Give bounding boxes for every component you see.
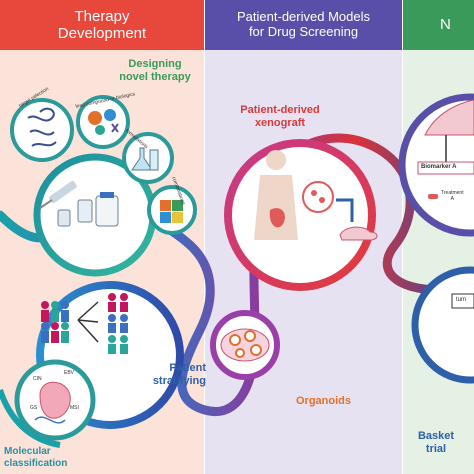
ebv-label: EBV	[64, 370, 75, 376]
basket-label: Basket trial	[414, 430, 458, 455]
patient-group-icon	[41, 301, 69, 343]
formulations-circle	[122, 132, 174, 184]
target-selection-circle	[10, 98, 74, 162]
dna-icon	[34, 416, 66, 424]
syringe-icon	[39, 180, 77, 209]
designing-line2: novel therapy	[119, 70, 191, 83]
flow-ribbon-left	[0, 389, 61, 448]
puzzle-icon	[160, 200, 183, 223]
basket-line2: trial	[425, 442, 447, 455]
treatment-line2: A	[450, 196, 454, 202]
mouse-icon	[339, 226, 378, 241]
stomach-icon	[39, 381, 71, 419]
biomarker-text: Biomarker A	[421, 164, 457, 170]
treatment-text: Treatment A	[441, 190, 464, 202]
protein-structure-icon	[27, 107, 57, 147]
lead-compound-circle	[76, 95, 130, 149]
arrow-icon	[336, 198, 354, 222]
biomarker-box	[417, 161, 474, 175]
gs-label: GS	[30, 405, 38, 411]
cin-label: CIN	[33, 376, 42, 382]
molecular-line1: Molecular	[4, 446, 51, 457]
tumor-cell-icon	[311, 190, 317, 196]
therapy-header-line1: Therapy	[74, 7, 130, 25]
xenograft-ring	[224, 139, 376, 291]
stratified-groups-icon	[108, 293, 128, 354]
models-header-bar	[205, 0, 402, 50]
flask-icon	[131, 147, 159, 171]
lead-compound-icon	[88, 109, 119, 135]
treatment-pill-icon	[428, 194, 438, 199]
msi-label: MSI	[70, 405, 79, 411]
pdx-line1: Patient-derived	[240, 104, 320, 116]
patient-line1: Patient	[169, 362, 206, 374]
models-header-line1: Patient-derived Models	[237, 9, 370, 25]
next-panel	[403, 0, 474, 474]
next-header: N	[440, 0, 474, 50]
designing-line1: Designing	[128, 58, 182, 70]
next-header-bar	[403, 0, 474, 50]
basket-line1: Basket	[417, 430, 455, 442]
next-header-line1: N	[440, 16, 451, 34]
therapy-header-bar	[0, 0, 204, 50]
molecular-line2: classification	[4, 457, 68, 469]
designing-label: Designing novel therapy	[112, 58, 198, 83]
treatment-line1: Treatment	[441, 190, 464, 196]
models-header-line2: for Drug Screening	[248, 24, 359, 39]
patient-line2: stratifying	[152, 374, 206, 387]
organoid-icon	[229, 330, 262, 358]
tumor-cell-icon	[319, 197, 325, 203]
pdx-line2: xenograft	[254, 116, 306, 129]
vial-icon	[57, 192, 119, 227]
organoids-label: Organoids	[296, 395, 352, 407]
pdx-label: Patient-derived xenograft	[232, 104, 328, 129]
molecular-label: Molecular classification	[4, 446, 67, 469]
human-body-icon	[254, 150, 298, 240]
tumor-text: tum	[456, 297, 467, 303]
tumor-zoom-icon	[302, 181, 334, 213]
patient-stratifying-label: Patient stratifying	[140, 362, 206, 387]
tumor-box	[451, 293, 474, 309]
therapy-header-line2: Development	[57, 25, 147, 42]
stratify-arrows	[77, 301, 99, 343]
